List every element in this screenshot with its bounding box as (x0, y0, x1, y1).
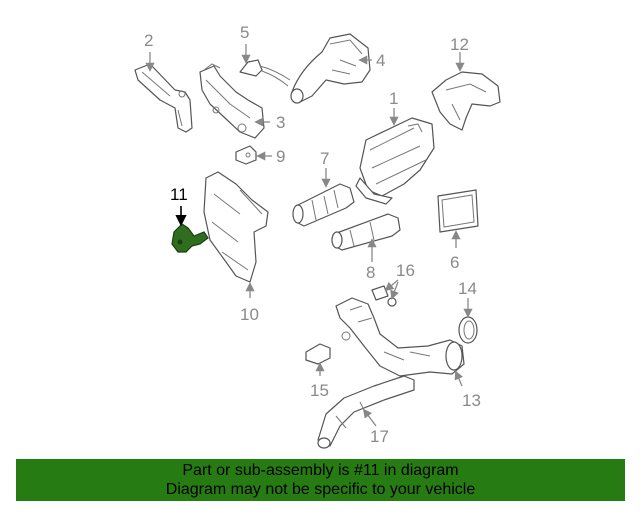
label-13[interactable]: 13 (462, 391, 481, 410)
banner-line-1: Part or sub-assembly is #11 in diagram (182, 462, 459, 479)
label-11[interactable]: 11 (170, 185, 188, 204)
part-17-hose (317, 375, 415, 449)
label-17[interactable]: 17 (370, 427, 389, 446)
label-4[interactable]: 4 (376, 51, 385, 70)
part-10-shield (203, 171, 269, 283)
part-14-ring-clamp (458, 316, 478, 344)
part-4-intake-elbow (290, 33, 371, 104)
info-banner: Part or sub-assembly is #11 in diagram D… (16, 459, 625, 501)
label-5[interactable]: 5 (240, 23, 249, 42)
part-13-intake-pipe (335, 297, 465, 377)
part-15-sensor (305, 343, 331, 365)
part-labels: 2 5 4 12 1 3 9 7 11 6 8 16 14 10 15 13 1… (144, 23, 481, 446)
part-6-filter-element (437, 189, 479, 233)
label-15[interactable]: 15 (310, 381, 329, 400)
label-9[interactable]: 9 (276, 147, 285, 166)
part-11-bracket (171, 223, 209, 253)
part-3-mounting-plate (199, 63, 265, 139)
part-2-bracket (134, 63, 193, 133)
part-8-duct (331, 213, 401, 251)
part-12-heat-shield (431, 71, 501, 131)
label-2[interactable]: 2 (144, 31, 153, 50)
part-1-air-filter-housing (355, 117, 435, 205)
part-5-clip (239, 59, 291, 87)
banner-line-2: Diagram may not be specific to your vehi… (165, 481, 476, 498)
label-1[interactable]: 1 (389, 89, 398, 108)
label-6[interactable]: 6 (450, 253, 459, 272)
label-16[interactable]: 16 (396, 261, 415, 280)
label-10[interactable]: 10 (240, 305, 259, 324)
part-9-sensor (235, 145, 257, 165)
label-7[interactable]: 7 (320, 149, 329, 168)
leader-lines (145, 44, 473, 427)
label-8[interactable]: 8 (366, 263, 375, 282)
label-12[interactable]: 12 (450, 35, 469, 54)
part-7-hose (292, 183, 355, 227)
part-16-bolts (371, 285, 397, 307)
label-14[interactable]: 14 (458, 279, 477, 298)
label-3[interactable]: 3 (276, 113, 285, 132)
